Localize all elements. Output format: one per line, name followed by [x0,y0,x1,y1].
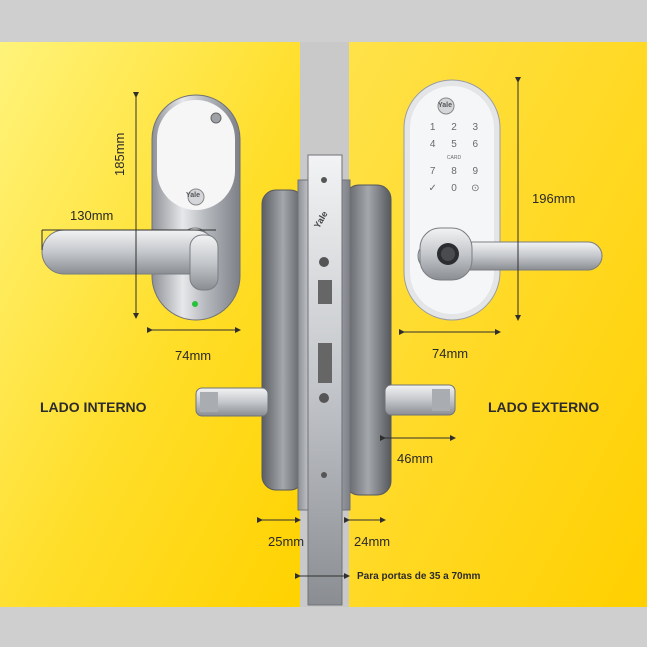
external-lock-unit [403,79,603,321]
dimension-lines [41,77,521,579]
keypad-key: 7 [429,166,436,177]
internal-height-label: 185mm [112,132,127,176]
side-external-label: LADO EXTERNO [488,399,600,415]
keypad-key: ✓ [428,183,437,194]
mortise-assembly [195,42,456,607]
keypad-key: 8 [451,166,457,177]
keypad-key: 4 [429,139,436,150]
keypad-key: 5 [451,139,457,150]
internal-lock-unit [41,94,241,321]
keypad-key: 2 [451,122,457,133]
internal-handle-length-label: 130mm [70,208,114,223]
yale-logo-internal: Yale [186,192,201,199]
yale-logo-external: Yale [438,102,453,109]
keypad-key: 6 [472,139,479,150]
side-internal-label: LADO INTERNO [40,399,147,415]
internal-width-label: 74mm [175,348,212,363]
keypad-card-label: CARD [446,155,462,161]
internal-side-panel [0,42,300,607]
door-thickness-label: Para portas de 35 a 70mm [357,571,481,582]
keypad-key: 3 [472,122,479,133]
external-width-label: 74mm [432,346,469,361]
keypad-key: 1 [429,122,436,133]
right-rosette-label: 24mm [354,534,391,549]
left-rosette-label: 25mm [268,534,305,549]
keypad-key: 9 [472,166,479,177]
keypad-key: 0 [451,183,457,194]
keypad-key: ⊙ [471,183,480,194]
external-cylinder-label: 46mm [397,451,434,466]
external-height-label: 196mm [532,191,576,206]
